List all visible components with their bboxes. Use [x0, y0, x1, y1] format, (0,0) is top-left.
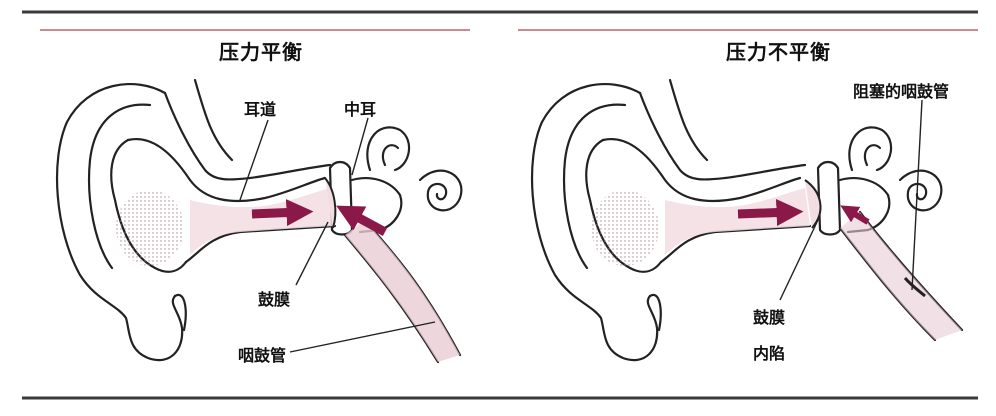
right-semicircular-canal-1 — [848, 126, 893, 172]
right-lobe-notch — [648, 293, 662, 332]
right-canal-lower — [659, 224, 812, 264]
left-skull-line-2 — [193, 78, 234, 162]
left-semicircular-canal-2 — [381, 144, 400, 167]
left-eardrum — [324, 177, 337, 229]
left-leader-middle-ear — [351, 117, 369, 176]
left-leader-canal — [239, 119, 269, 201]
left-canal-upper — [126, 137, 327, 203]
right-canal-fill — [665, 188, 810, 255]
left-eustachian-fill — [345, 220, 460, 362]
left-semicircular-canal-1 — [366, 126, 411, 172]
right-middle-ear-box — [816, 160, 842, 236]
right-bone-outline — [838, 177, 891, 234]
left-arrow-inner — [336, 205, 388, 236]
right-tube-blockage — [903, 277, 926, 298]
label-middle-ear: 中耳 — [344, 100, 377, 119]
left-leader-eardrum — [295, 221, 329, 286]
right-semicircular-canal-2 — [863, 144, 882, 167]
right-skull-line-1 — [638, 91, 807, 181]
right-arrow-outer — [737, 199, 804, 227]
left-cochlea — [418, 169, 463, 212]
right-helix-fold — [562, 103, 627, 270]
right-eardrum-retracted — [804, 179, 822, 229]
left-concha-stipple — [116, 190, 184, 266]
left-helix-fold — [87, 103, 152, 270]
right-auricle-outline — [530, 82, 659, 362]
left-arrow-outer — [251, 199, 314, 227]
right-panel-title: 压力不平衡 — [726, 40, 831, 64]
left-eustachian-lower — [343, 233, 440, 364]
left-auricle-outline — [55, 82, 184, 362]
right-canal-upper — [601, 137, 802, 203]
right-arrow-inner — [840, 205, 870, 225]
right-cochlea — [898, 169, 943, 212]
right-skull-line-2 — [668, 78, 709, 162]
label-eustachian-tube: 咽鼓管 — [238, 346, 287, 365]
right-leader-blocked-tube — [911, 99, 923, 291]
label-ear-canal: 耳道 — [244, 100, 277, 119]
left-canal-lower — [184, 224, 337, 264]
left-lobe-notch — [173, 293, 187, 332]
left-skull-line-1 — [163, 91, 332, 181]
right-leader-eardrum — [779, 219, 819, 301]
left-leader-tube — [289, 321, 436, 353]
label-blocked-tube: 阻塞的咽鼓管 — [853, 82, 950, 101]
right-eustachian-fill — [840, 212, 962, 340]
right-concha-stipple — [591, 190, 659, 266]
left-panel-title: 压力平衡 — [219, 40, 303, 64]
label-eardrum-left: 鼓膜 — [258, 290, 291, 309]
label-eardrum-right: 鼓膜 — [753, 308, 786, 327]
right-eustachian-upper — [858, 210, 964, 332]
left-bone-outline — [350, 177, 403, 234]
label-retracted: 内陷 — [753, 344, 786, 363]
